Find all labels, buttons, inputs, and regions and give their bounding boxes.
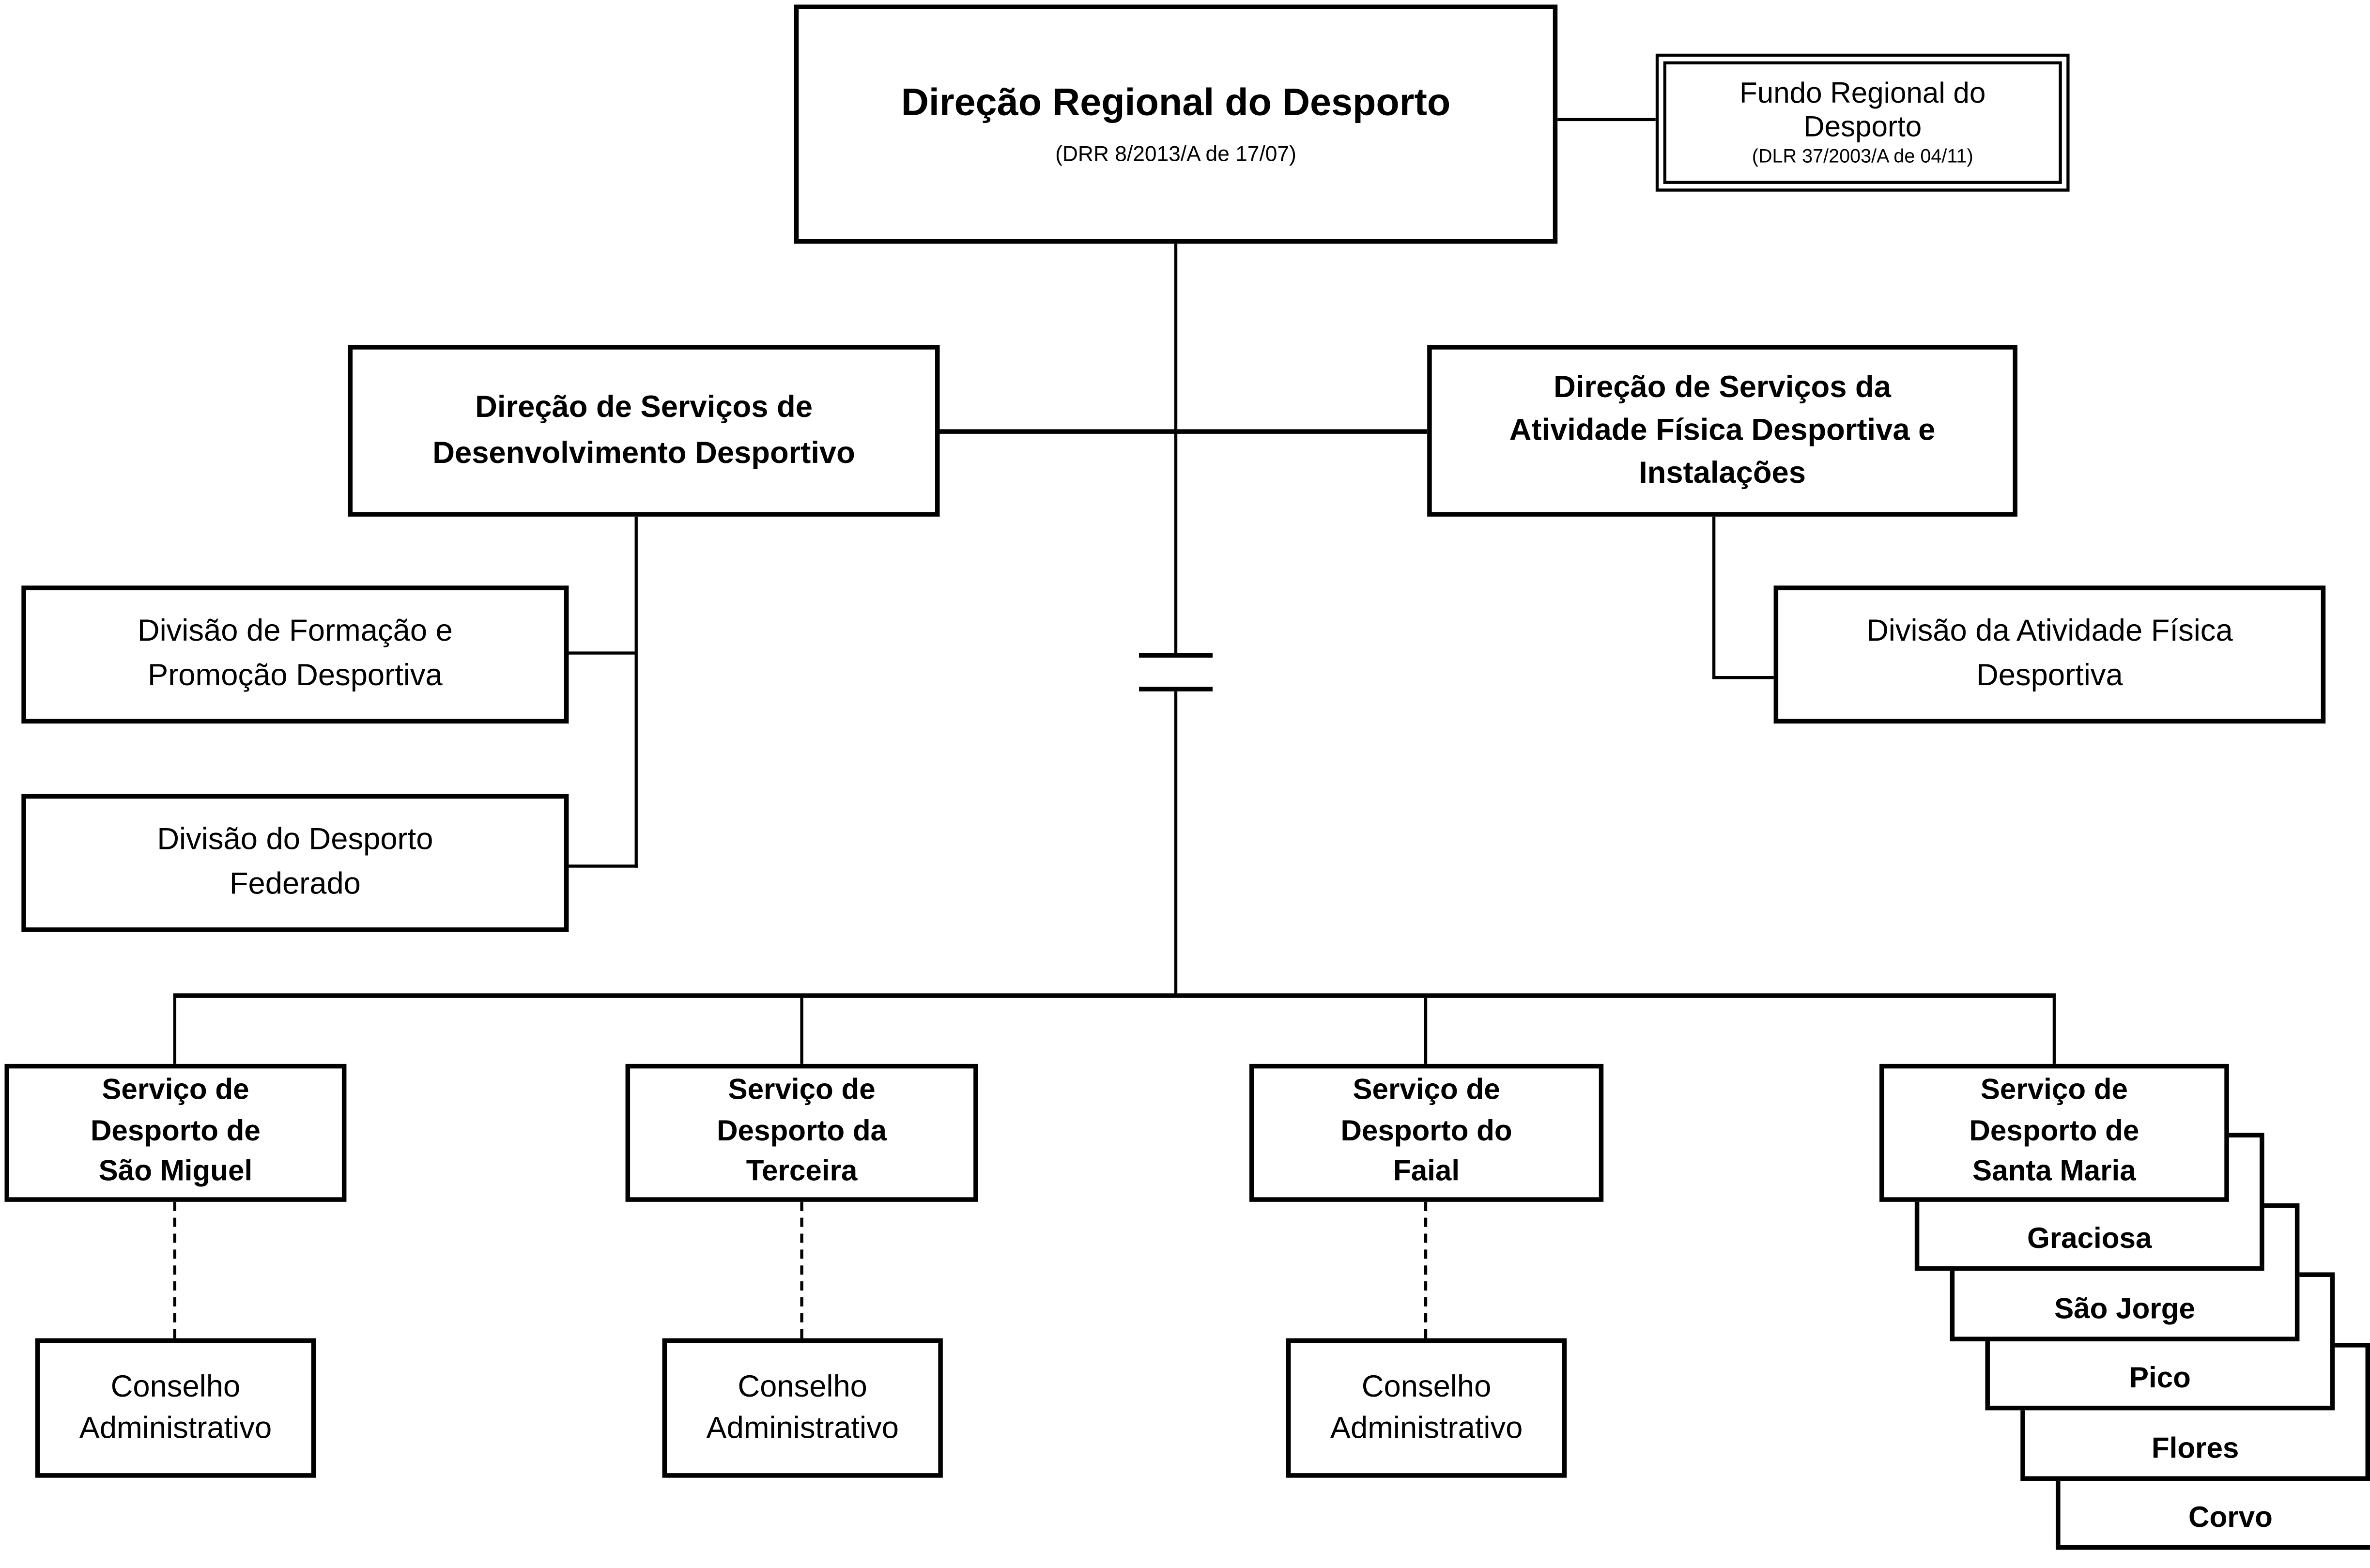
connector-federado-stub	[569, 864, 638, 868]
ds-atividade-box: Direção de Serviços da Atividade Física …	[1427, 345, 2017, 517]
line-break-symbol-bottom-bar	[1139, 687, 1213, 692]
conselho-administrativo-label: Conselho Administrativo	[706, 1370, 899, 1445]
connector-service-stub-terceira	[800, 998, 803, 1064]
connector-left-divisions-vertical	[634, 516, 638, 868]
dashed-connector-sao-miguel	[173, 1201, 177, 1338]
fundo-regional-inner-border: Fundo Regional do Desporto (DLR 37/2003/…	[1663, 61, 2062, 184]
dashed-connector-terceira	[800, 1201, 803, 1338]
island-label-sao-jorge: São Jorge	[2054, 1293, 2195, 1326]
div-formacao-box: Divisão de Formação e Promoção Desportiv…	[21, 585, 569, 724]
root-title: Direção Regional do Desporto	[901, 80, 1451, 124]
line-break-symbol-top-bar	[1139, 653, 1213, 658]
fundo-regional-box: Fundo Regional do Desporto (DLR 37/2003/…	[1655, 53, 2070, 192]
connector-directions-horizontal	[939, 429, 1428, 434]
connector-service-stub-faial	[1424, 998, 1428, 1064]
island-label-graciosa: Graciosa	[2027, 1223, 2152, 1256]
servico-faial-label: Serviço de Desporto do Faial	[1340, 1074, 1512, 1189]
conselho-administrativo-label: Conselho Administrativo	[1330, 1370, 1523, 1445]
conselho-administrativo-box-faial: Conselho Administrativo	[1286, 1338, 1567, 1478]
fundo-title: Fundo Regional do Desporto	[1739, 78, 1986, 143]
servico-santa-maria-label: Serviço de Desporto de Santa Maria	[1969, 1074, 2139, 1189]
island-label-pico: Pico	[2129, 1363, 2191, 1395]
connector-services-horizontal	[173, 993, 2056, 998]
dashed-connector-faial	[1424, 1201, 1428, 1338]
connector-root-fundo	[1557, 118, 1656, 122]
ds-desenvolvimento-box: Direção de Serviços de Desenvolvimento D…	[348, 345, 940, 517]
div-formacao-label: Divisão de Formação e Promoção Desportiv…	[137, 615, 453, 693]
conselho-administrativo-box-terceira: Conselho Administrativo	[662, 1338, 943, 1478]
div-atividade-fisica-box: Divisão da Atividade Física Desportiva	[1773, 585, 2326, 724]
connector-atividade-stub	[1712, 676, 1774, 679]
ds-desenvolvimento-label: Direção de Serviços de Desenvolvimento D…	[432, 391, 855, 471]
servico-faial-box: Serviço de Desporto do Faial	[1249, 1063, 1604, 1202]
servico-santa-maria-box: Serviço de Desporto de Santa Maria	[1879, 1063, 2229, 1202]
servico-terceira-box: Serviço de Desporto da Terceira	[625, 1063, 978, 1202]
servico-sao-miguel-box: Serviço de Desporto de São Miguel	[4, 1063, 347, 1202]
ds-atividade-label: Direção de Serviços da Atividade Física …	[1509, 371, 1936, 491]
fundo-subtitle: (DLR 37/2003/A de 04/11)	[1752, 145, 1973, 167]
connector-root-vertical-lower	[1174, 691, 1178, 997]
root-subtitle: (DRR 8/2013/A de 17/07)	[1055, 141, 1296, 166]
island-label-flores: Flores	[2151, 1433, 2239, 1466]
connector-root-vertical-upper	[1174, 242, 1178, 653]
servico-terceira-label: Serviço de Desporto da Terceira	[717, 1074, 887, 1189]
conselho-administrativo-box-sao-miguel: Conselho Administrativo	[35, 1338, 316, 1478]
island-label-corvo: Corvo	[2188, 1502, 2273, 1535]
div-federado-box: Divisão do Desporto Federado	[21, 794, 569, 932]
connector-right-division-vertical	[1712, 516, 1716, 679]
conselho-administrativo-label: Conselho Administrativo	[79, 1370, 272, 1445]
connector-formacao-stub	[569, 651, 635, 655]
servico-sao-miguel-label: Serviço de Desporto de São Miguel	[90, 1074, 261, 1189]
div-atividade-fisica-label: Divisão da Atividade Física Desportiva	[1866, 615, 2233, 693]
connector-service-stub-sao-miguel	[173, 998, 177, 1064]
connector-service-stub-santa-maria	[2052, 998, 2056, 1064]
div-federado-label: Divisão do Desporto Federado	[157, 823, 433, 902]
root-box-direcao-regional: Direção Regional do Desporto (DRR 8/2013…	[794, 4, 1558, 244]
